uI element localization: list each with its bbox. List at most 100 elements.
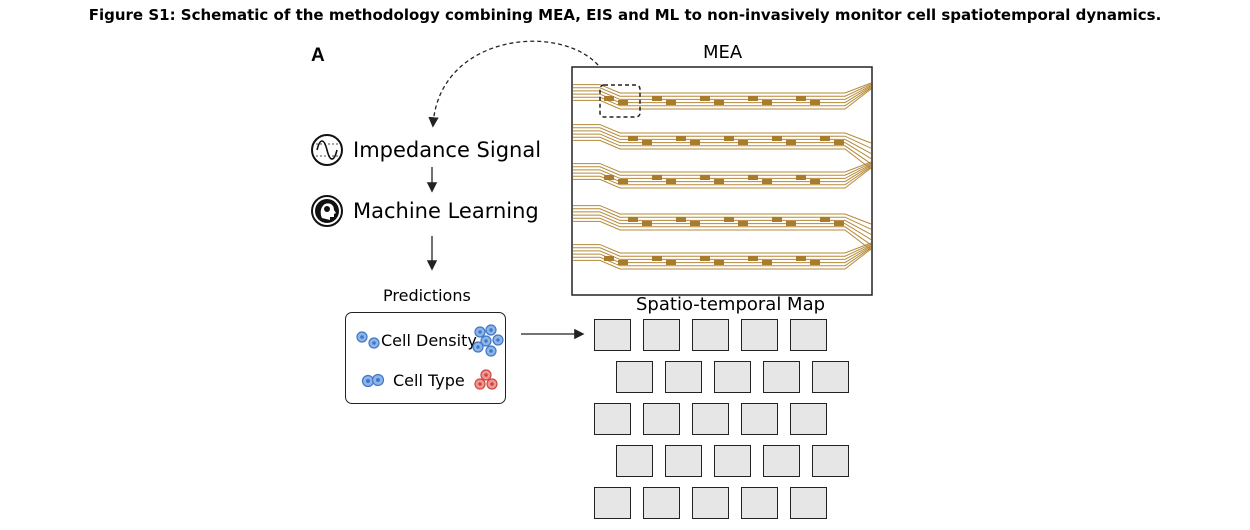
mea-trace: [573, 205, 872, 225]
electrode-pad: [796, 256, 806, 261]
electrode-pad: [762, 179, 772, 184]
map-cell: [594, 487, 631, 519]
electrode-highlight: [599, 84, 641, 118]
cell-type-label: Cell Type: [393, 371, 465, 390]
electrode-pad: [700, 175, 710, 180]
mea-trace: [573, 161, 872, 173]
electrode-pad: [762, 260, 772, 265]
electrode-pad: [700, 256, 710, 261]
map-cell: [812, 361, 849, 393]
electrode-pad: [628, 136, 638, 141]
map-cell: [594, 319, 631, 351]
brain-head-icon: [311, 195, 343, 227]
electrode-pad: [714, 100, 724, 105]
electrode-pad: [666, 179, 676, 184]
electrode-pad: [676, 217, 686, 222]
electrode-pad: [618, 260, 628, 265]
electrode-pad: [738, 140, 748, 145]
electrode-pad: [748, 96, 758, 101]
mea-trace: [573, 244, 872, 260]
mea-trace: [573, 247, 872, 267]
electrode-pad: [700, 96, 710, 101]
electrode-pad: [724, 136, 734, 141]
electrode-pad: [834, 221, 844, 226]
mea-trace: [573, 136, 872, 165]
mea-trace: [573, 211, 872, 235]
electrode-pad: [628, 217, 638, 222]
spatiotemporal-map-title: Spatio-temporal Map: [636, 294, 826, 315]
figure-caption: Figure S1: Schematic of the methodology …: [88, 6, 1162, 24]
map-cell: [812, 445, 849, 477]
map-cell: [741, 403, 778, 435]
mea-traces: [573, 82, 872, 270]
map-cell: [741, 319, 778, 351]
electrode-pad: [604, 256, 614, 261]
electrode-pad: [810, 179, 820, 184]
electrode-pad: [604, 175, 614, 180]
mea-trace: [573, 124, 872, 144]
electrode-pad: [772, 217, 782, 222]
mea-trace: [573, 133, 872, 160]
electrode-pad: [676, 136, 686, 141]
map-cell: [692, 487, 729, 519]
electrode-pad: [642, 140, 652, 145]
map-cell: [692, 403, 729, 435]
mea-trace: [573, 84, 872, 100]
electrode-pad: [618, 179, 628, 184]
sine-wave-icon: [311, 134, 343, 166]
electrode-pad: [738, 221, 748, 226]
map-cell: [714, 361, 751, 393]
electrode-pad: [748, 256, 758, 261]
electrode-pad: [690, 140, 700, 145]
map-cell: [741, 487, 778, 519]
map-cell: [665, 445, 702, 477]
map-cell: [763, 445, 800, 477]
electrode-pad: [786, 221, 796, 226]
map-cell: [594, 403, 631, 435]
mea-trace: [573, 167, 872, 189]
predictions-box: Cell Density Cell Type: [345, 312, 506, 404]
mea-trace: [573, 83, 872, 97]
electrode-pad: [810, 100, 820, 105]
electrode-pad: [714, 179, 724, 184]
electrode-pad: [724, 217, 734, 222]
electrode-pad: [796, 175, 806, 180]
mea-trace: [573, 88, 872, 110]
electrode-pad: [820, 217, 830, 222]
blue-cell-pair-icon: [361, 373, 385, 388]
mea-trace: [573, 127, 872, 149]
red-cell-icon: [474, 369, 498, 390]
map-cell: [643, 487, 680, 519]
mea-trace: [573, 248, 872, 270]
electrode-pad: [642, 221, 652, 226]
blue-cell-icon: [356, 331, 380, 349]
impedance-signal-label: Impedance Signal: [353, 138, 542, 162]
mea-pads: [604, 96, 844, 265]
map-cell: [616, 361, 653, 393]
mea-trace: [573, 220, 872, 251]
map-cell: [790, 319, 827, 351]
electrode-pad: [666, 100, 676, 105]
electrode-pad: [618, 100, 628, 105]
mea-trace: [573, 166, 872, 186]
map-cell: [714, 445, 751, 477]
dashed-curve-arrow: [428, 40, 611, 128]
map-cell: [692, 319, 729, 351]
mea-trace: [573, 87, 872, 107]
mea-trace: [573, 163, 872, 179]
electrode-pad: [652, 96, 662, 101]
map-cell: [616, 445, 653, 477]
electrode-pad: [772, 136, 782, 141]
mea-title: MEA: [703, 42, 743, 63]
map-cell: [643, 319, 680, 351]
electrode-pad: [652, 175, 662, 180]
machine-learning-label: Machine Learning: [353, 199, 539, 223]
electrode-pad: [820, 136, 830, 141]
map-cell: [790, 403, 827, 435]
map-cell: [790, 487, 827, 519]
blue-cell-cluster-icon: [472, 324, 504, 357]
mea-trace: [573, 139, 872, 170]
mea-trace: [573, 162, 872, 176]
mea-trace: [573, 130, 872, 154]
